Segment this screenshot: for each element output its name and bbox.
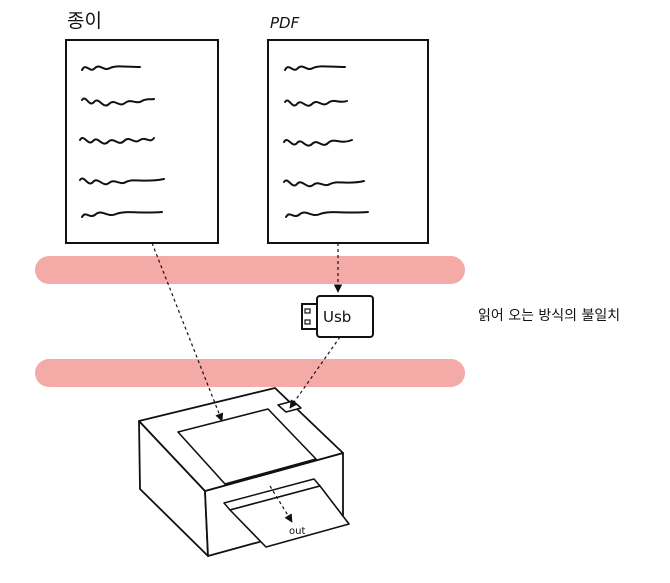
pdf-scribble-1 bbox=[284, 65, 346, 71]
usb-connector bbox=[301, 303, 318, 330]
pdf-scribble-4 bbox=[283, 179, 365, 188]
usb-pin-bottom bbox=[304, 319, 311, 325]
pdf-scribble-2 bbox=[284, 99, 348, 107]
printer-input-tray bbox=[177, 408, 317, 485]
pdf-label: PDF bbox=[270, 14, 300, 32]
paper-scribble-5 bbox=[81, 211, 163, 218]
paper-scribble-4 bbox=[79, 177, 165, 186]
usb-body bbox=[316, 295, 374, 338]
paper-label: 종이 bbox=[67, 10, 102, 32]
arrow-printer-output bbox=[269, 485, 293, 523]
printer-out-label: out bbox=[289, 526, 305, 537]
usb-label: Usb bbox=[323, 308, 351, 326]
arrow-usb-to-printer bbox=[289, 336, 341, 409]
usb-pin-top bbox=[304, 308, 311, 314]
pdf-scribble-3 bbox=[283, 139, 353, 147]
paper-document bbox=[65, 39, 219, 244]
arrow-paper-to-printer bbox=[151, 242, 224, 422]
mismatch-annotation: 읽어 오는 방식의 불일치 bbox=[478, 308, 620, 324]
paper-scribble-1 bbox=[81, 65, 141, 71]
printer bbox=[138, 387, 350, 557]
paper-scribble-2 bbox=[81, 97, 155, 107]
bottom-band bbox=[35, 359, 465, 387]
top-band bbox=[35, 256, 465, 284]
paper-scribble-3 bbox=[79, 137, 155, 145]
usb-drive bbox=[301, 295, 374, 338]
pdf-scribble-5 bbox=[285, 211, 369, 218]
pdf-document bbox=[267, 39, 429, 244]
